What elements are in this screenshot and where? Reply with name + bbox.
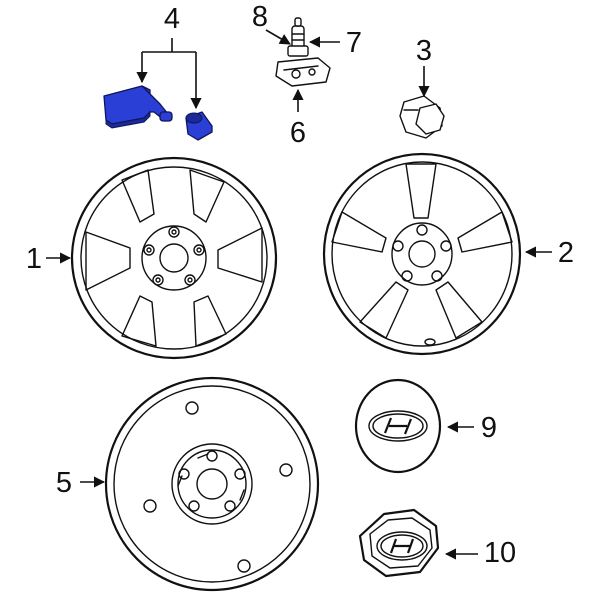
callout-9: 9 <box>481 412 497 444</box>
callout-1: 1 <box>26 243 42 275</box>
part-3-lug-nut[interactable] <box>399 95 445 139</box>
part-4-valve-cap[interactable] <box>185 111 213 141</box>
callout-4-leader <box>136 38 202 110</box>
part-10-center-cap[interactable] <box>358 508 440 578</box>
callout-7: 7 <box>346 27 362 59</box>
callout-10: 10 <box>484 537 516 569</box>
part-5-steel-wheel[interactable] <box>104 376 320 592</box>
part-1-alloy-wheel[interactable] <box>70 156 278 360</box>
callout-8: 8 <box>252 1 268 33</box>
part-4-tpms-sensor[interactable] <box>103 85 173 129</box>
callout-8-leader <box>265 29 291 45</box>
emblem-h-icon <box>383 417 413 435</box>
callout-2: 2 <box>558 237 574 269</box>
callout-3: 3 <box>416 35 432 67</box>
callout-5: 5 <box>56 467 72 499</box>
callout-4: 4 <box>164 3 180 35</box>
part-6-sensor-body[interactable] <box>275 57 331 87</box>
part-2-alloy-wheel[interactable] <box>322 152 522 356</box>
part-9-center-cap[interactable] <box>354 378 442 474</box>
callout-6: 6 <box>290 117 306 149</box>
emblem-h-icon-2 <box>389 538 415 554</box>
part-7-valve-stem[interactable] <box>287 17 309 57</box>
